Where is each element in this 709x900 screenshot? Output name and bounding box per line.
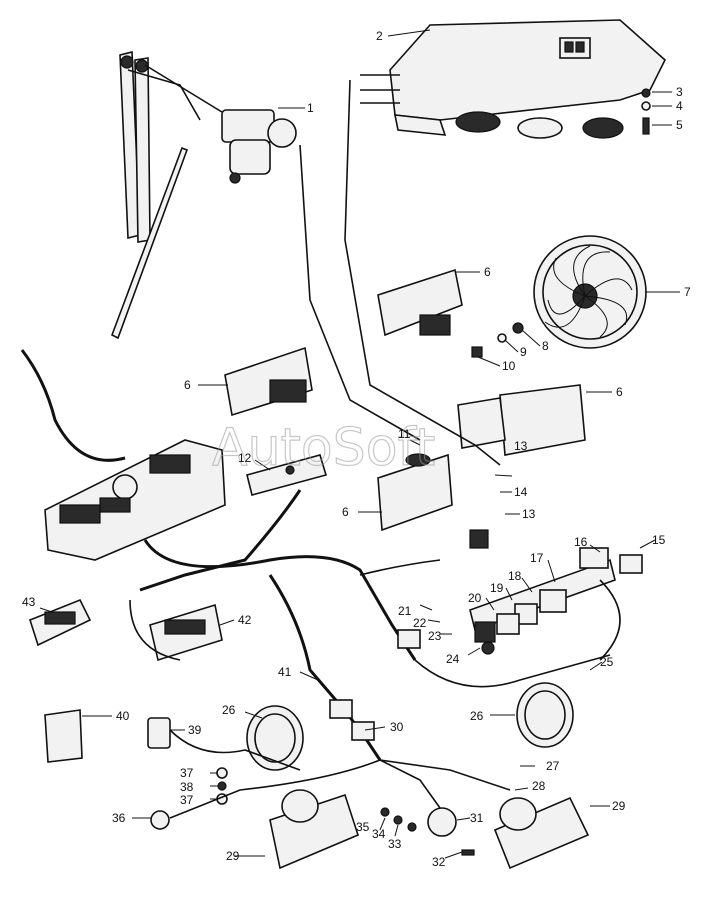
headlamp-left: [269, 789, 359, 870]
callout-28: 28: [532, 779, 546, 793]
callout-25: 25: [600, 655, 614, 669]
callout-36: 36: [112, 811, 126, 825]
callout-13-b: 13: [522, 507, 536, 521]
callout-5: 5: [676, 118, 683, 132]
callout-21: 21: [398, 604, 412, 618]
switch-43: [29, 598, 92, 647]
lamp-upper: [377, 268, 463, 337]
callout-6-b: 6: [184, 378, 191, 392]
wiper-motor: [221, 109, 297, 184]
callout-37-b: 37: [180, 793, 194, 807]
callout-7: 7: [684, 285, 691, 299]
callout-38: 38: [180, 780, 194, 794]
callout-26-a: 26: [222, 703, 236, 717]
lamp-right: [457, 384, 586, 456]
callout-42: 42: [238, 613, 252, 627]
wiper-assembly: [110, 50, 236, 340]
callout-4: 4: [676, 99, 683, 113]
callout-29-a: 29: [226, 849, 240, 863]
callout-40: 40: [116, 709, 130, 723]
callout-3: 3: [676, 85, 683, 99]
callout-41: 41: [278, 665, 292, 679]
callout-12: 12: [238, 451, 252, 465]
callout-43: 43: [22, 595, 36, 609]
fog-lamp-right: [516, 682, 574, 748]
callout-27: 27: [546, 759, 560, 773]
callout-30: 30: [390, 720, 404, 734]
callout-29-b: 29: [612, 799, 626, 813]
cooling-fan: [533, 235, 647, 349]
bracket-40: [44, 709, 83, 763]
horn-31: [380, 807, 475, 856]
callout-24: 24: [446, 652, 460, 666]
bolts-8-10: [471, 322, 524, 358]
watermark: AutoSoft: [212, 418, 435, 478]
callout-11: 11: [398, 427, 411, 441]
leader-lines: [39, 29, 680, 859]
fog-lamp-left: [246, 705, 304, 771]
lamp-center: [377, 453, 453, 532]
wiring-harness: [20, 79, 621, 819]
headlamp-right: [493, 796, 590, 870]
callout-23: 23: [428, 629, 442, 643]
switch-42: [149, 603, 223, 662]
callout-15: 15: [652, 533, 666, 547]
callout-39: 39: [188, 723, 202, 737]
callout-14: 14: [514, 485, 528, 499]
callout-20: 20: [468, 591, 482, 605]
instrument-panel: [44, 439, 226, 561]
callout-26-b: 26: [470, 709, 484, 723]
relay-block: [469, 547, 643, 655]
callout-33: 33: [388, 837, 402, 851]
plug-36: [150, 810, 170, 830]
callout-35: 35: [356, 820, 370, 834]
callout-31: 31: [470, 811, 484, 825]
callout-34: 34: [372, 827, 386, 841]
callout-18: 18: [508, 569, 522, 583]
callout-13-a: 13: [514, 439, 528, 453]
callout-10: 10: [502, 359, 516, 373]
callout-32: 32: [432, 855, 446, 869]
callout-22: 22: [413, 616, 427, 630]
callout-1: 1: [307, 101, 314, 115]
fastener-stack-3-5: [641, 88, 651, 135]
callout-19: 19: [490, 581, 504, 595]
callout-6-c: 6: [616, 385, 623, 399]
callout-9: 9: [520, 345, 527, 359]
lamp-left: [224, 346, 313, 417]
callout-6-d: 6: [342, 505, 349, 519]
callout-2: 2: [376, 29, 383, 43]
callout-6-a: 6: [484, 265, 491, 279]
callout-17: 17: [530, 551, 544, 565]
callout-8: 8: [542, 339, 549, 353]
heater-unit: [360, 19, 666, 139]
mount-plate-12: [246, 454, 328, 496]
callout-labels: 1 2 3 4 5 6 7 8 9 10 6 6 11 12 13 14 13 …: [22, 29, 691, 869]
sensor-39: [147, 717, 171, 749]
callout-16: 16: [574, 535, 588, 549]
callout-37-a: 37: [180, 766, 194, 780]
